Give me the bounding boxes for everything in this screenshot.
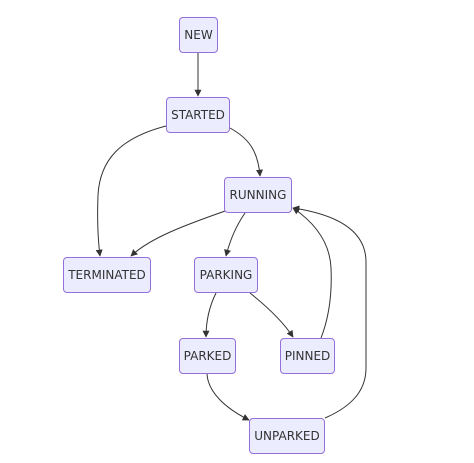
- edge-parking-to-parked: [202, 292, 217, 338]
- state-pinned-label: PINNED: [284, 349, 331, 363]
- state-terminated: TERMINATED: [63, 257, 151, 293]
- state-new: NEW: [179, 17, 218, 53]
- edge-running-to-parking: [224, 212, 246, 257]
- state-started: STARTED: [166, 97, 230, 133]
- state-unparked: UNPARKED: [249, 418, 325, 454]
- state-parked: PARKED: [179, 338, 236, 374]
- edge-pinned-to-running: [292, 207, 332, 339]
- state-started-label: STARTED: [171, 108, 225, 122]
- state-parking: PARKING: [194, 257, 258, 293]
- edge-started-to-running: [229, 127, 264, 177]
- state-unparked-label: UNPARKED: [254, 429, 320, 443]
- edge-started-to-terminated: [95, 125, 167, 257]
- state-new-label: NEW: [184, 28, 213, 42]
- state-parked-label: PARKED: [183, 349, 232, 363]
- state-pinned: PINNED: [280, 338, 335, 374]
- edge-parked-to-unparked: [206, 373, 250, 421]
- state-parking-label: PARKING: [199, 268, 253, 282]
- state-terminated-label: TERMINATED: [68, 268, 146, 282]
- edge-parking-to-pinned: [249, 292, 294, 338]
- state-running-label: RUNNING: [229, 188, 287, 202]
- state-running: RUNNING: [224, 177, 292, 213]
- edge-unparked-to-running: [292, 205, 367, 419]
- edge-running-to-terminated: [130, 209, 229, 257]
